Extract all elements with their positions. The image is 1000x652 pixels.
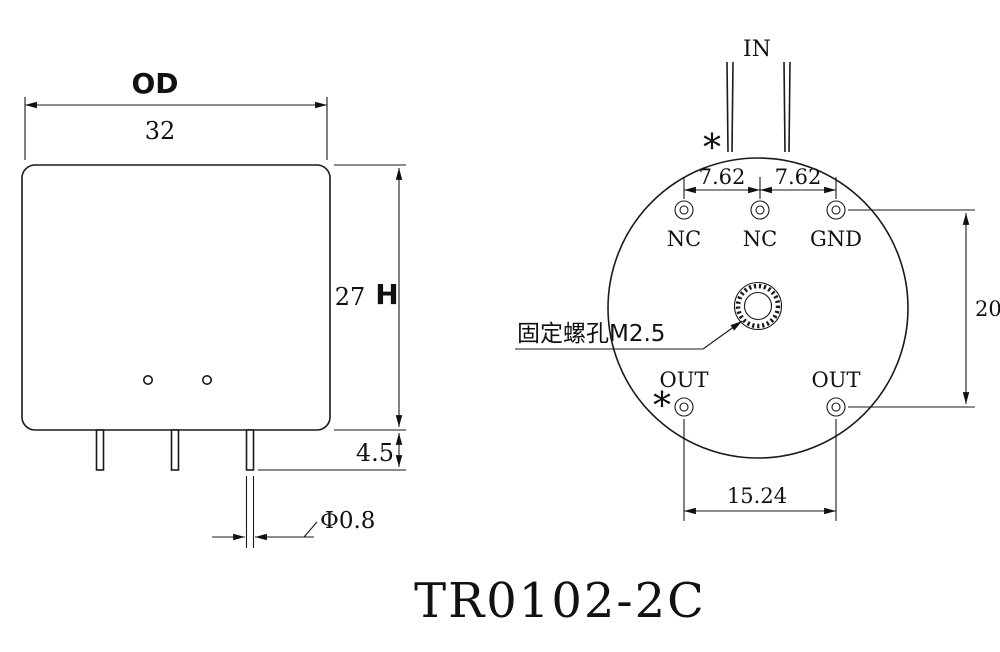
- pin-pad-nc2: [750, 200, 770, 220]
- wire-left: [726, 61, 729, 153]
- pad-inner: [831, 205, 841, 215]
- dimension-pin-pitch: 7.62 7.62: [683, 165, 837, 199]
- pad-outer: [826, 200, 846, 220]
- screw-hole-knurl: [735, 283, 781, 329]
- height-value: 27: [335, 283, 366, 311]
- screw-hole-inner: [743, 291, 773, 321]
- in-label: IN: [743, 37, 771, 62]
- input-wires: [726, 61, 791, 153]
- pin-label-nc1: NC: [667, 227, 701, 251]
- pin-1: [95, 429, 105, 471]
- leader-line: [303, 521, 318, 538]
- pad-inner: [831, 402, 841, 412]
- part-number-title: TR0102-2C: [414, 573, 706, 629]
- dimension-body-height: 27 H: [334, 164, 406, 431]
- pin-2: [170, 429, 180, 471]
- pin-view: IN * 7.62 7.62: [515, 37, 1000, 521]
- polarity-asterisk-top: *: [703, 128, 721, 169]
- pitch-right-value: 7.62: [775, 165, 822, 189]
- pin-pad-out-right: [826, 397, 846, 417]
- side-view: OD 32 27 H 4.5 Φ0.8: [21, 67, 406, 548]
- pad-inner: [679, 205, 689, 215]
- pin-label-out-left: OUT: [660, 368, 709, 392]
- body-hole-left: [143, 374, 154, 385]
- pin-label-nc2: NC: [743, 227, 777, 251]
- leader-arrow: [702, 320, 743, 350]
- pin-label-gnd: GND: [810, 227, 862, 251]
- od-label: OD: [131, 67, 178, 100]
- dimension-row-spacing: 20: [848, 209, 1000, 408]
- pad-outer: [826, 397, 846, 417]
- wire-right: [783, 61, 786, 153]
- wire-right: [788, 61, 791, 153]
- pad-outer: [750, 200, 770, 220]
- body-hole-right: [202, 374, 213, 385]
- width-value: 32: [145, 117, 176, 145]
- component-round-outline: [607, 157, 909, 459]
- dimension-pin-diameter: Φ0.8: [212, 476, 375, 548]
- dimension-out-spacing: 15.24: [683, 419, 837, 521]
- screw-hole-note: 固定螺孔M2.5: [517, 321, 665, 347]
- pin-pad-nc1: [674, 200, 694, 220]
- out-spacing-value: 15.24: [727, 484, 787, 508]
- pin-pad-out-left: [674, 397, 694, 417]
- dimension-od-width: OD 32: [24, 67, 328, 160]
- screw-hole-outer: [733, 281, 783, 331]
- pin-diameter-value: Φ0.8: [320, 508, 375, 534]
- pin-label-out-right: OUT: [812, 368, 861, 392]
- pitch-left-value: 7.62: [699, 165, 746, 189]
- row-spacing-value: 20: [975, 297, 1000, 321]
- pad-inner: [679, 402, 689, 412]
- pad-inner: [755, 205, 765, 215]
- screw-hole-callout: 固定螺孔M2.5: [515, 320, 743, 350]
- h-label: H: [375, 278, 398, 311]
- pad-outer: [674, 397, 694, 417]
- mounting-screw-hole: [733, 281, 783, 331]
- pad-outer: [674, 200, 694, 220]
- polarity-asterisk-bottom: *: [653, 386, 671, 427]
- pin-length-value: 4.5: [356, 439, 394, 467]
- pin-pad-gnd: [826, 200, 846, 220]
- dimension-pin-length: 4.5: [258, 433, 406, 471]
- wire-left: [731, 61, 734, 153]
- pin-3: [245, 429, 255, 471]
